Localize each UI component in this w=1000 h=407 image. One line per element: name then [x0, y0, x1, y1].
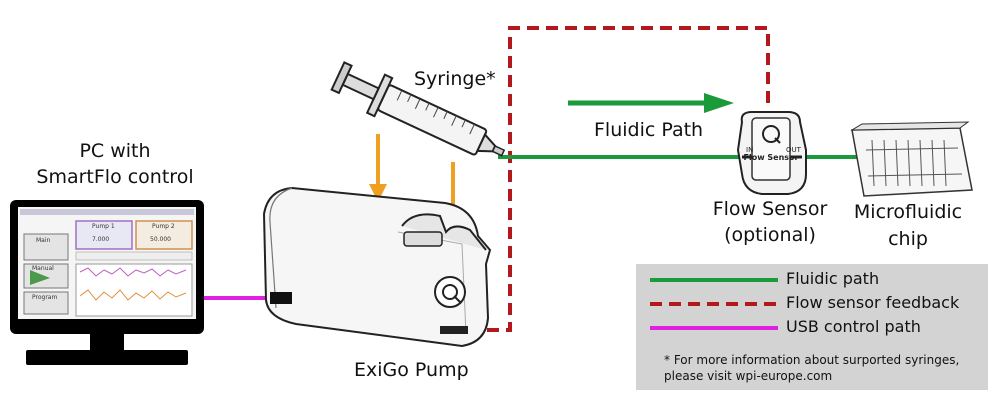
microfluidic-label-line2: chip: [888, 228, 928, 250]
screen-pump2-label: Pump 2: [152, 223, 175, 230]
legend-label-usb: USB control path: [786, 317, 921, 336]
fluidic-path-arrow: [568, 93, 734, 113]
legend-note-line1: * For more information about surported s…: [664, 353, 960, 367]
microfluidic-label-line1: Microfluidic: [853, 201, 963, 223]
pump-label: ExiGo Pump: [354, 359, 469, 381]
pc-monitor-icon: [10, 200, 204, 365]
screen-rate1: 7.000: [92, 236, 109, 243]
syringe-icon: [330, 61, 506, 157]
pc-label-line2: SmartFlo control: [36, 166, 194, 188]
flow-sensor-icon: [736, 111, 807, 195]
syringe-label: Syringe*: [414, 68, 496, 90]
sensor-in-label: IN: [746, 146, 753, 154]
screen-box2: Manual: [32, 265, 54, 272]
screen-pump1-label: Pump 1: [92, 223, 115, 230]
fluidic-path-label: Fluidic Path: [594, 119, 704, 141]
legend-label-feedback: Flow sensor feedback: [786, 293, 960, 312]
sensor-face-label: Flow Sensor: [744, 153, 799, 162]
pc-label-line1: PC with: [79, 140, 151, 162]
flow-sensor-label-line2: (optional): [724, 224, 816, 246]
sensor-out-label: OUT: [786, 146, 802, 154]
legend-note-line2: please visit wpi-europe.com: [664, 369, 833, 383]
screen-box3: Program: [32, 294, 57, 301]
flow-sensor-label-line1: Flow Sensor: [712, 198, 828, 220]
screen-box1: Main: [36, 237, 51, 244]
feedback-path: [468, 26, 770, 332]
exigo-pump-icon: [262, 186, 492, 348]
legend-label-fluidic: Fluidic path: [786, 269, 880, 288]
legend: Fluidic path Flow sensor feedback USB co…: [636, 264, 988, 390]
microfluidic-chip-icon: [850, 121, 973, 197]
screen-rate2: 50.000: [150, 236, 171, 243]
legend-swatches: [650, 278, 778, 330]
